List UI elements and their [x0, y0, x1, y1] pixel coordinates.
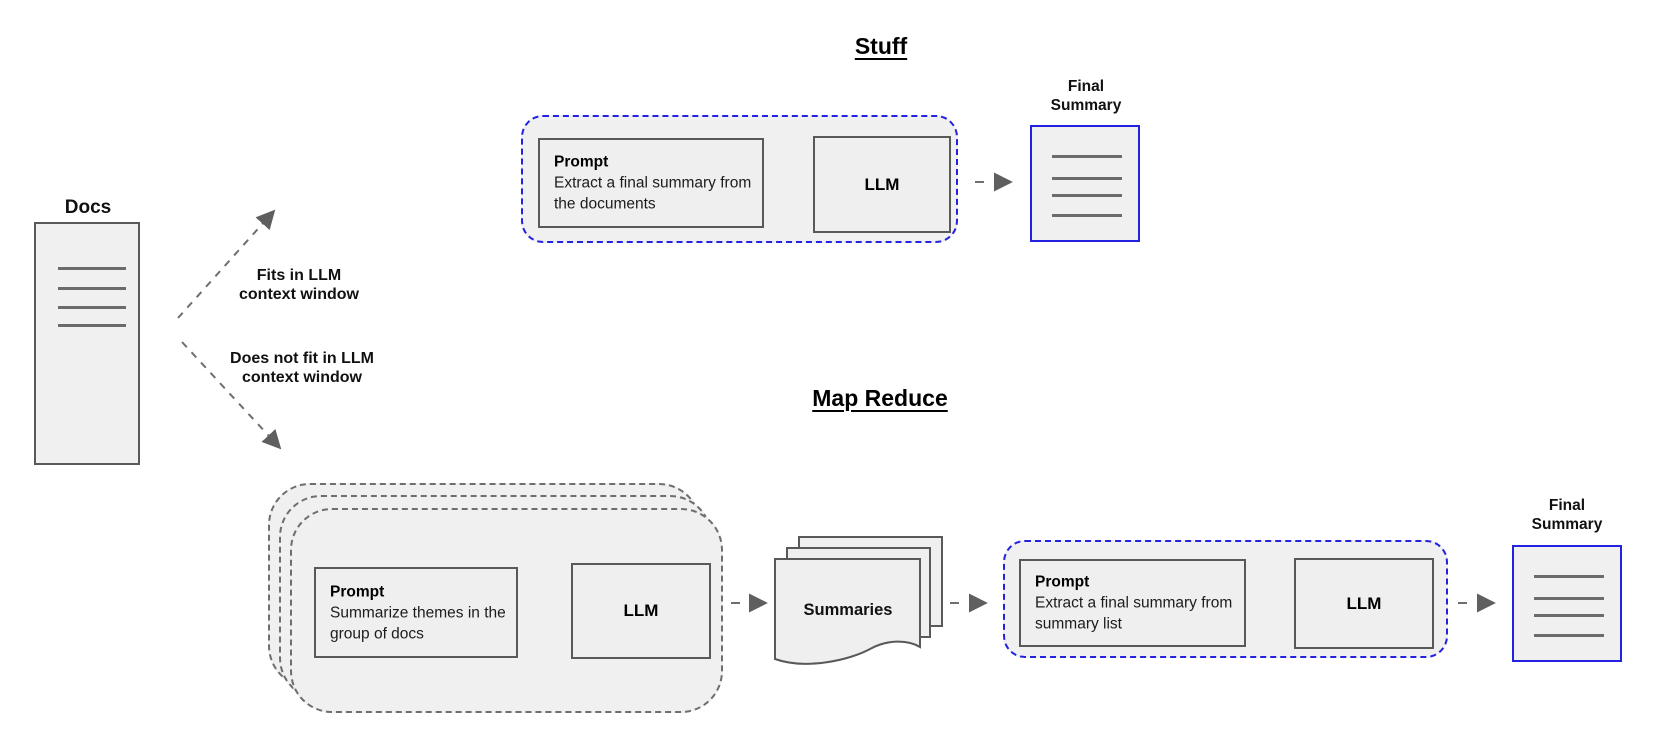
branch-label-fits-line1: Fits in LLM [256, 267, 342, 284]
branch-label-does-not-fit-line2: context window [241, 369, 362, 386]
doc-text-line [1052, 155, 1122, 158]
branch-label-fits: Fits in LLM context window [239, 266, 359, 304]
summaries-label: Summaries [803, 601, 893, 619]
stuff-llm-label: LLM [864, 174, 900, 194]
doc-text-line [58, 267, 126, 270]
stuff-final-summary-document [1030, 125, 1140, 242]
branch-label-does-not-fit: Does not fit in LLM context window [230, 349, 374, 387]
map-reduce-title: Map Reduce [812, 385, 948, 411]
reduce-prompt-box: Prompt Extract a final summary from summ… [1019, 559, 1246, 647]
branch-label-fits-line2: context window [239, 286, 359, 303]
stuff-prompt-box: Prompt Extract a final summary from the … [538, 138, 764, 228]
doc-text-line [1052, 194, 1122, 197]
docs-label: Docs [64, 197, 112, 218]
doc-text-line [1534, 597, 1604, 600]
reduce-final-summary-label: Final Summary [1531, 497, 1603, 533]
stuff-prompt-text: Prompt Extract a final summary from the … [554, 152, 754, 215]
stuff-llm-box: LLM [813, 136, 951, 233]
reduce-final-summary-document [1512, 545, 1622, 662]
map-llm-box: LLM [571, 563, 711, 659]
map-prompt-box: Prompt Summarize themes in the group of … [314, 567, 518, 658]
stuff-prompt-body: Extract a final summary from the documen… [554, 174, 752, 213]
reduce-chain-container: Prompt Extract a final summary from summ… [1003, 540, 1448, 658]
map-chain-container: Prompt Summarize themes in the group of … [290, 508, 723, 713]
reduce-prompt-text: Prompt Extract a final summary from summ… [1035, 572, 1236, 635]
doc-text-line [1534, 575, 1604, 578]
doc-text-line [1534, 614, 1604, 617]
stuff-final-summary-label: Final Summary [1050, 78, 1122, 114]
branch-label-does-not-fit-line1: Does not fit in LLM [230, 350, 374, 367]
docs-document-icon [34, 222, 140, 465]
stuff-title: Stuff [854, 33, 908, 59]
reduce-prompt-heading: Prompt [1035, 573, 1090, 591]
reduce-prompt-body: Extract a final summary from summary lis… [1035, 594, 1233, 633]
stuff-prompt-heading: Prompt [554, 153, 609, 171]
reduce-llm-label: LLM [1346, 593, 1382, 613]
doc-text-line [58, 324, 126, 327]
summaries-document-icon [774, 558, 921, 665]
doc-text-line [1052, 214, 1122, 217]
summaries-stack: Summaries [774, 536, 946, 668]
map-prompt-heading: Prompt [330, 583, 385, 600]
map-prompt-body: Summarize themes in the group of docs [330, 604, 506, 642]
reduce-llm-box: LLM [1294, 558, 1434, 649]
arrow-fits-branch [177, 209, 276, 319]
doc-text-line [58, 287, 126, 290]
map-llm-label: LLM [623, 601, 659, 620]
arrow-does-not-fit-branch [181, 341, 282, 450]
doc-text-line [1534, 634, 1604, 637]
doc-text-line [58, 306, 126, 309]
map-prompt-text: Prompt Summarize themes in the group of … [330, 581, 508, 644]
stuff-chain-container: Prompt Extract a final summary from the … [521, 115, 958, 243]
doc-text-line [1052, 177, 1122, 180]
